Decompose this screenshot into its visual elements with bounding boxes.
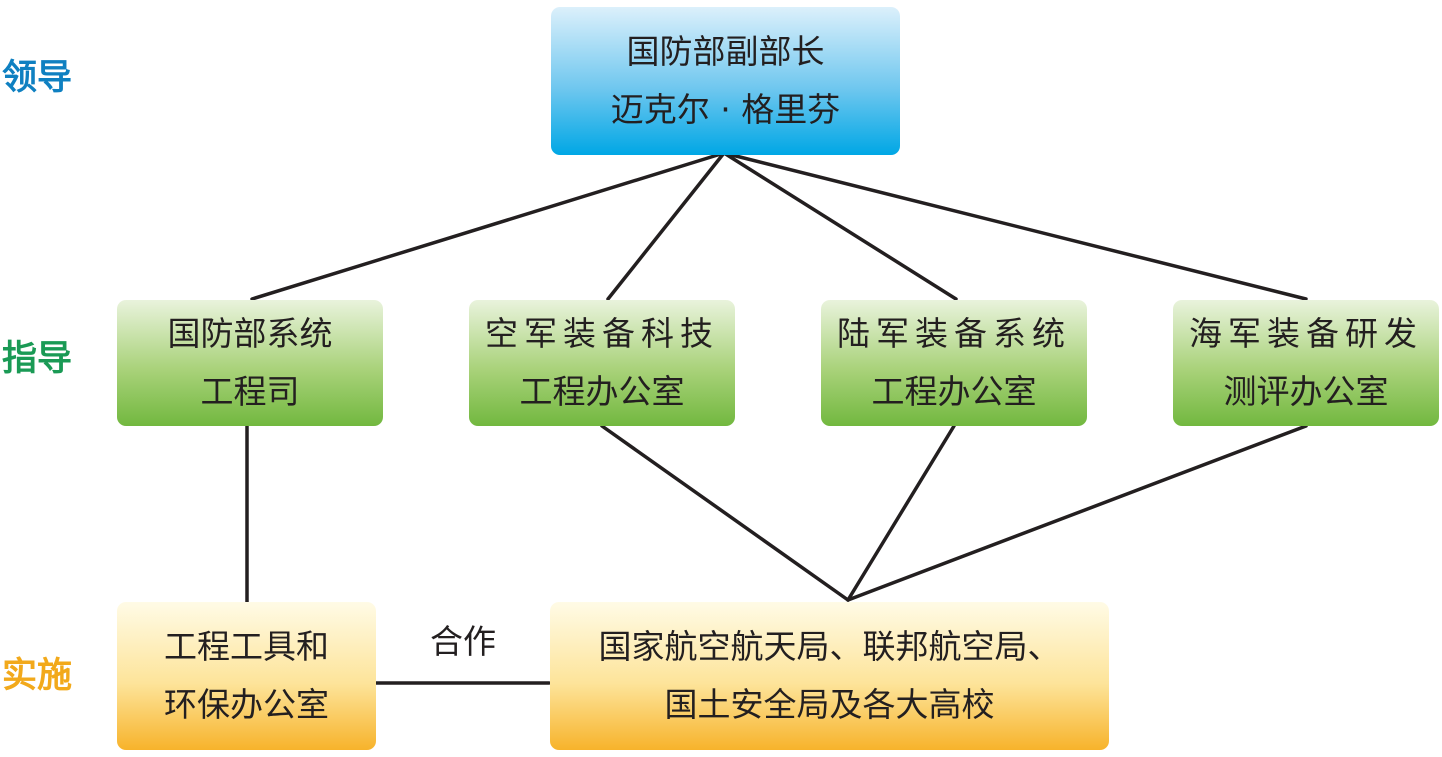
node-partners-line2: 国土安全局及各大高校	[664, 685, 995, 724]
node-air-force-office: 空军装备科技 工程办公室	[469, 300, 735, 426]
node-deputy-secretary-line2: 迈克尔 · 格里芬	[610, 90, 841, 129]
cooperation-label: 合作	[430, 622, 496, 661]
node-eng-line2: 环保办公室	[164, 685, 329, 724]
node-eng-line1: 工程工具和	[164, 627, 329, 666]
connector-navy-partners	[846, 424, 1308, 602]
connector-top-dod	[250, 151, 726, 301]
node-navy-office: 海军装备研发 测评办公室	[1173, 300, 1439, 426]
node-air-line2: 工程办公室	[519, 372, 685, 411]
node-dod-line2: 工程司	[200, 372, 300, 411]
node-dod-systems-engineering: 国防部系统 工程司	[117, 300, 383, 426]
connector-army-partners	[846, 424, 956, 602]
node-engineering-tools-office: 工程工具和 环保办公室	[117, 602, 376, 750]
node-navy-line2: 测评办公室	[1223, 372, 1389, 411]
node-partner-agencies: 国家航空航天局、联邦航空局、 国土安全局及各大高校	[550, 602, 1109, 750]
level-label-lead: 领导	[2, 58, 73, 98]
node-army-line2: 工程办公室	[871, 372, 1037, 411]
node-deputy-secretary-line1: 国防部副部长	[626, 32, 825, 71]
connector-top-army	[722, 151, 958, 301]
connector-air-partners	[600, 424, 850, 602]
node-army-office: 陆军装备系统 工程办公室	[821, 300, 1087, 426]
level-label-implement: 实施	[2, 656, 73, 696]
node-navy-line1: 海军装备研发	[1189, 314, 1423, 353]
connector-top-air	[606, 151, 726, 301]
level-label-guide: 指导	[2, 339, 73, 379]
node-air-line1: 空军装备科技	[485, 314, 719, 353]
node-army-line1: 陆军装备系统	[837, 314, 1071, 353]
node-deputy-secretary: 国防部副部长 迈克尔 · 格里芬	[551, 7, 900, 155]
connector-top-navy	[722, 151, 1308, 301]
node-dod-line1: 国防部系统	[167, 314, 333, 353]
node-partners-line1: 国家航空航天局、联邦航空局、	[598, 627, 1061, 666]
